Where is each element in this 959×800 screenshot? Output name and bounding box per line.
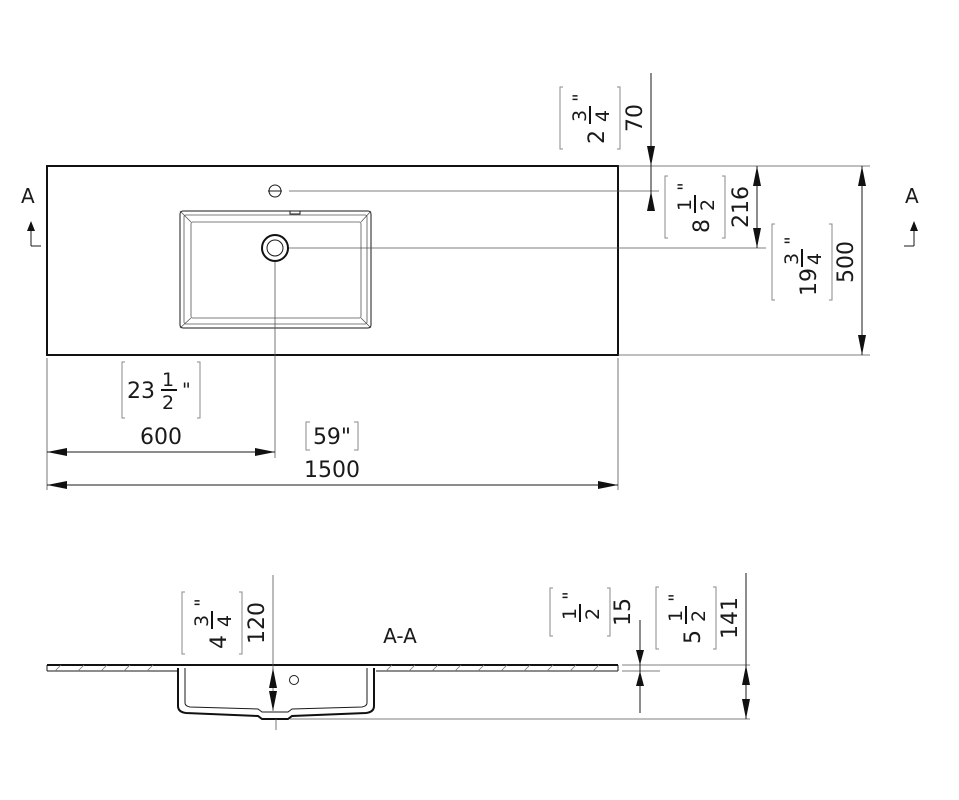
section-view: A-A	[46, 573, 750, 730]
dim-120: 120	[245, 602, 270, 644]
svg-text:": "	[559, 591, 581, 600]
svg-text:": "	[674, 182, 696, 191]
svg-text:": "	[665, 593, 687, 602]
svg-text:4: 4	[207, 635, 232, 649]
top-view: A A 70 2 3 4 " 216 8 1	[21, 73, 919, 490]
dim-141: 141	[718, 597, 743, 639]
svg-text:3: 3	[569, 110, 591, 122]
dim-216-inches: 8 1 2 "	[664, 175, 726, 239]
overflow-hole-icon	[289, 675, 299, 685]
svg-text:4: 4	[592, 110, 614, 122]
svg-text:19: 19	[797, 268, 822, 296]
svg-text:2: 2	[697, 199, 719, 211]
svg-text:2: 2	[162, 392, 174, 414]
dim-600: 600	[140, 425, 182, 450]
dim-70-inches: 2 3 4 "	[559, 86, 621, 150]
dim-216: 216	[729, 186, 754, 228]
basin-top	[179, 210, 372, 329]
svg-text:": "	[569, 93, 591, 102]
section-title: A-A	[383, 624, 417, 648]
section-basin	[177, 668, 375, 730]
dim-15: 15	[611, 598, 636, 626]
section-slab	[46, 664, 619, 672]
svg-text:A: A	[905, 184, 919, 208]
dim-600-inches: 23 1 2 "	[121, 361, 201, 419]
section-marker-right: A	[904, 184, 919, 247]
svg-text:8: 8	[690, 219, 715, 233]
svg-text:3: 3	[191, 615, 213, 627]
dim-500-inches: 19 3 4 "	[771, 223, 833, 301]
dim-15-inches: 1 2 "	[549, 587, 611, 637]
svg-text:5: 5	[681, 630, 706, 644]
svg-text:A: A	[21, 184, 35, 208]
svg-text:1: 1	[665, 610, 687, 622]
svg-text:4: 4	[804, 253, 826, 265]
svg-text:1: 1	[674, 199, 696, 211]
dim-1500-inches: 59"	[305, 421, 359, 451]
svg-text:59": 59"	[313, 425, 351, 450]
svg-text:": "	[182, 379, 191, 401]
dim-500: 500	[834, 241, 859, 283]
dim-70: 70	[623, 104, 648, 132]
svg-text:": "	[781, 236, 803, 245]
dim-1500: 1500	[304, 458, 360, 483]
svg-text:1: 1	[162, 369, 174, 391]
svg-text:2: 2	[688, 610, 710, 622]
svg-text:4: 4	[214, 615, 236, 627]
dim-141-inches: 5 1 2 "	[655, 586, 717, 650]
section-marker-left: A	[21, 184, 41, 247]
countertop-outline	[46, 165, 619, 356]
dim-120-inches: 4 3 4 "	[181, 591, 243, 655]
svg-text:2: 2	[582, 608, 604, 620]
svg-text:": "	[191, 598, 213, 607]
svg-text:2: 2	[585, 130, 610, 144]
svg-text:23: 23	[127, 379, 155, 404]
drain-icon	[261, 234, 289, 262]
svg-text:1: 1	[559, 608, 581, 620]
svg-text:3: 3	[781, 253, 803, 265]
